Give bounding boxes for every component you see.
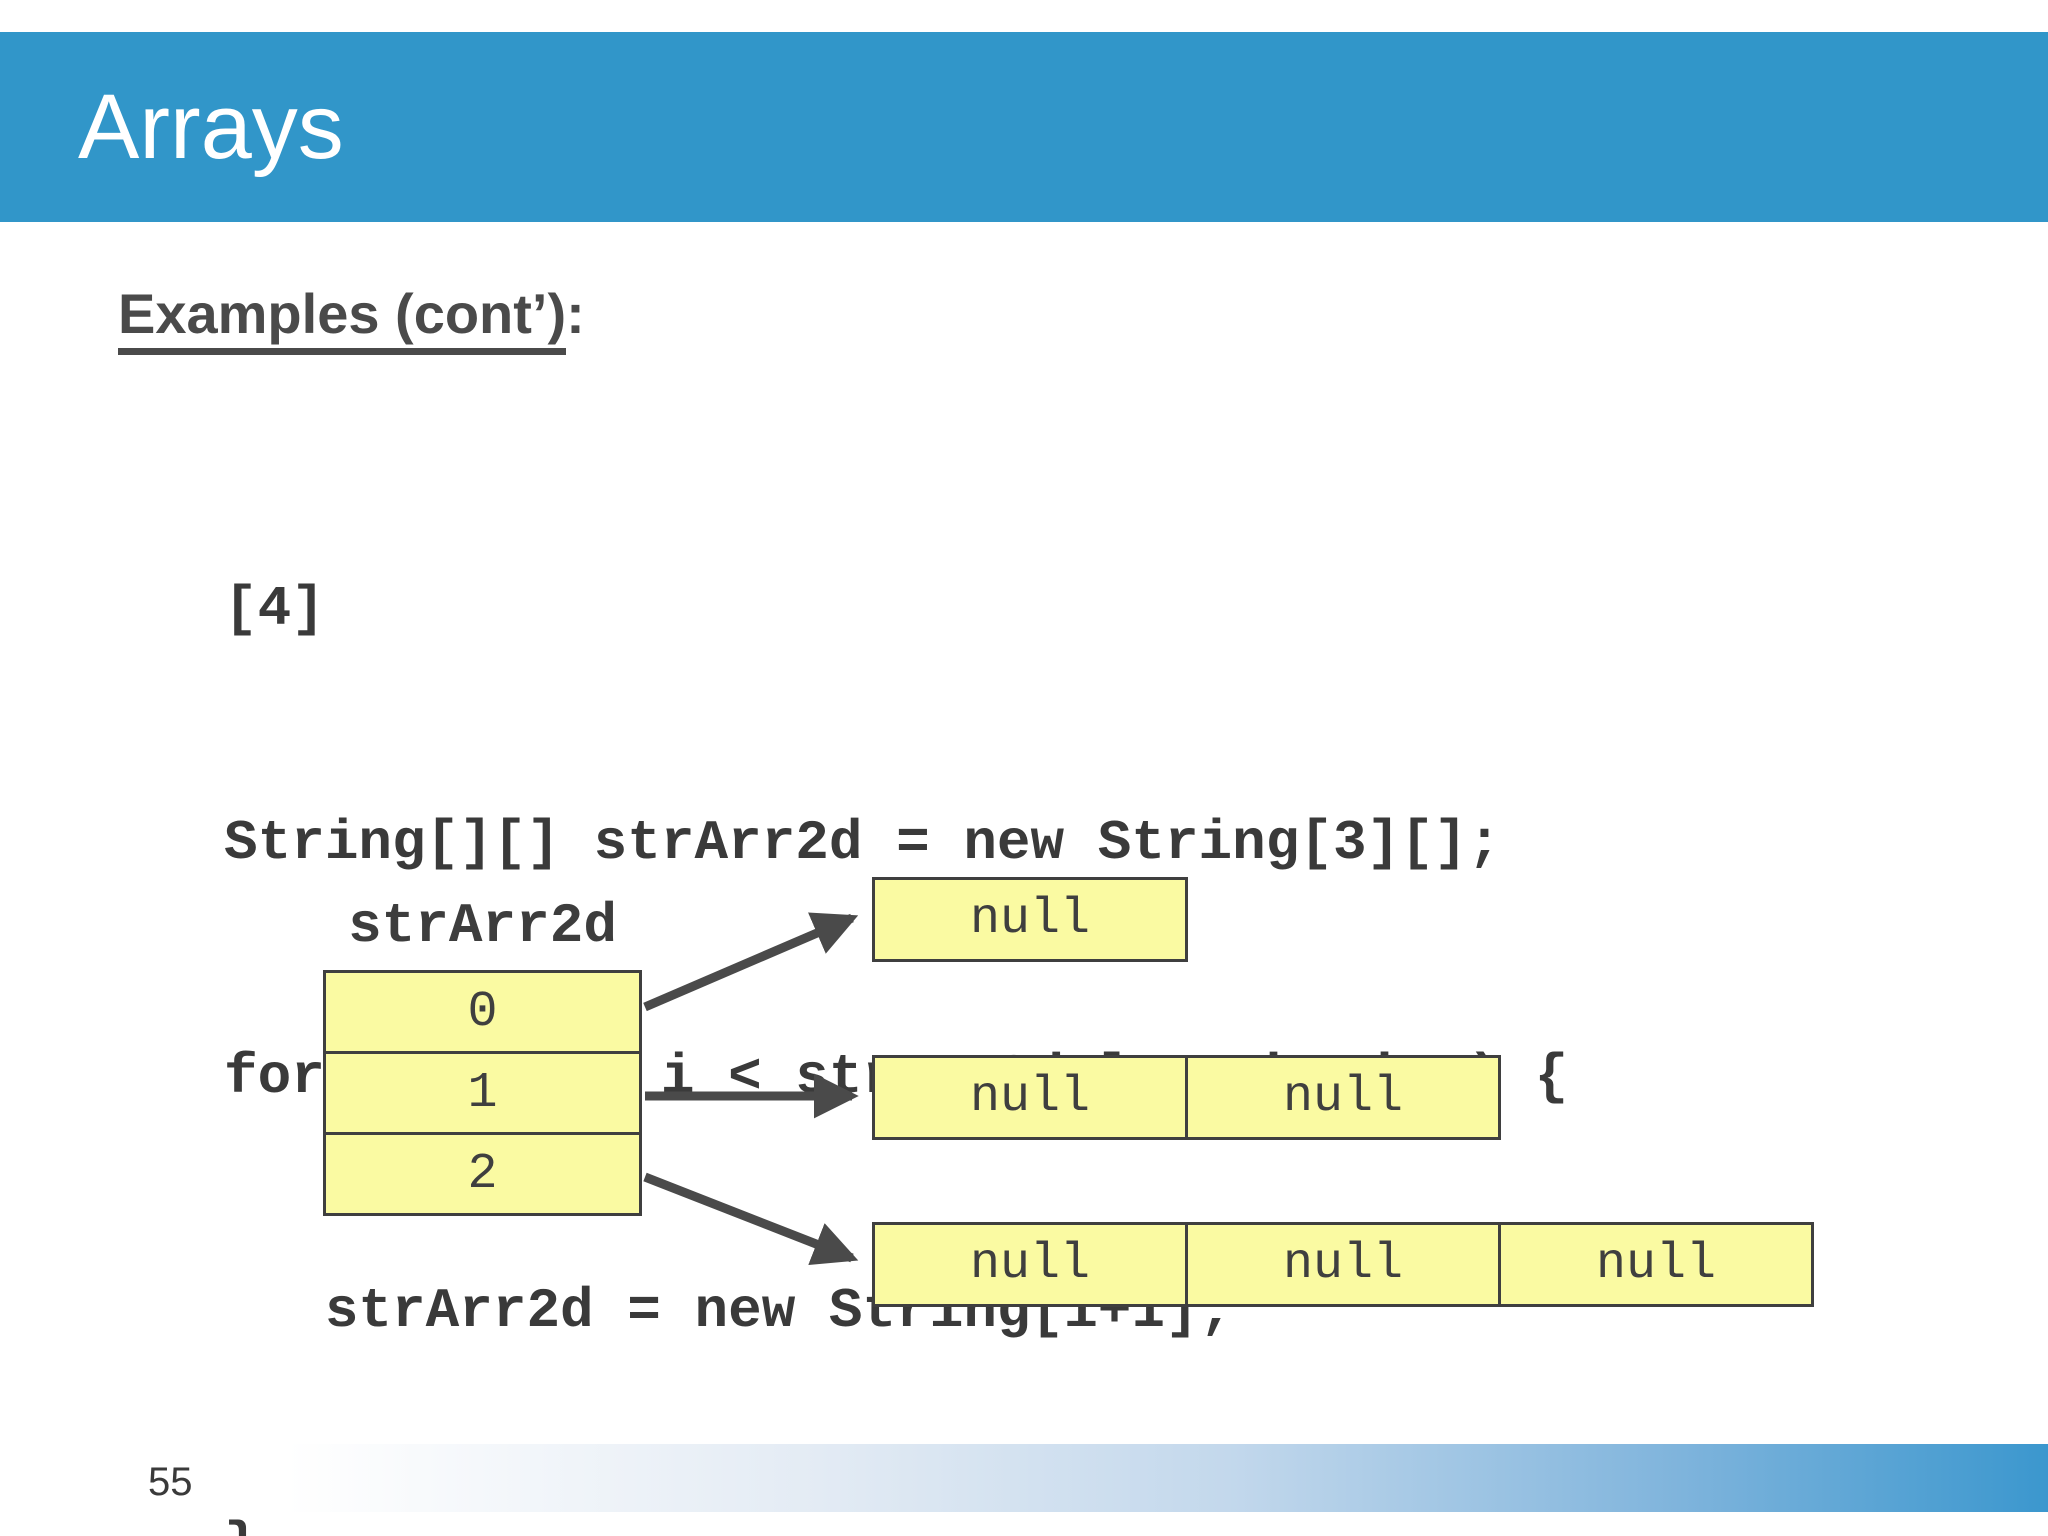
code-line: String[][] strArr2d = new String[3][]; <box>224 811 1502 875</box>
code-line: } <box>224 1506 1568 1536</box>
slide-title: Arrays <box>78 76 344 178</box>
code-line: for(int i=0; i < strArr2d.length; i++) { <box>224 1045 1569 1109</box>
title-bar: Arrays <box>0 32 2048 222</box>
footer-gradient-band <box>0 1444 2048 1512</box>
page-number: 55 <box>148 1460 193 1504</box>
section-heading-underlined: Examples (cont’) <box>118 282 567 355</box>
code-line: [4] <box>224 577 325 641</box>
code-block: [4] String[][] strArr2d = new String[3][… <box>224 414 1568 1536</box>
section-heading: Examples (cont’): <box>118 282 585 355</box>
section-heading-colon: : <box>566 282 585 345</box>
code-line: strArr2d = new String[i+1]; <box>224 1279 1233 1343</box>
